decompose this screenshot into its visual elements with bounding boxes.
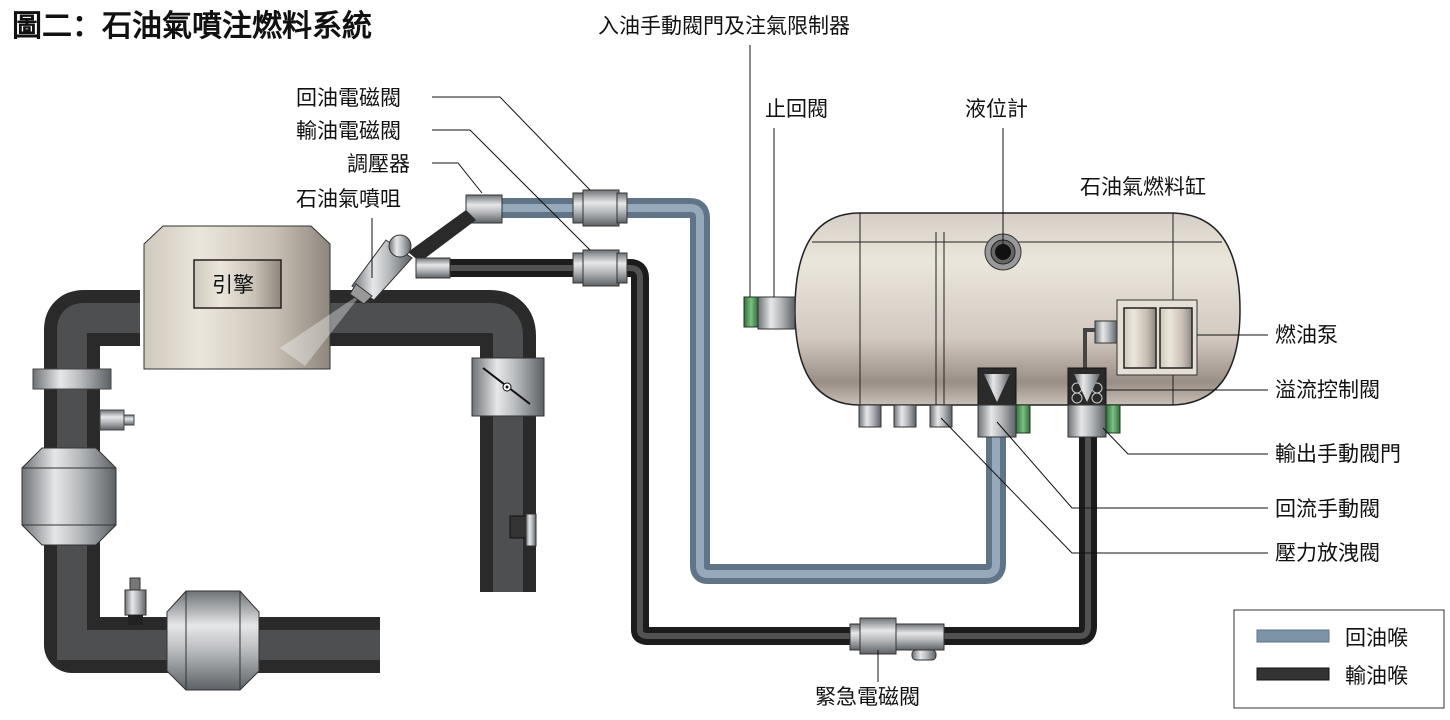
legend-label-return: 回油喉 <box>1345 626 1408 650</box>
label-return-solenoid: 回油電磁閥 <box>296 86 401 110</box>
throttle-valve <box>471 357 545 417</box>
regulator-connector <box>408 210 476 262</box>
spray-cone <box>280 292 363 366</box>
label-level-gauge: 液位計 <box>965 97 1028 121</box>
label-output-valve: 輸出手動閥門 <box>1275 442 1401 466</box>
label-fuel-pump: 燃油泵 <box>1275 323 1338 347</box>
fill-valve <box>743 296 796 330</box>
label-regulator: 調壓器 <box>347 152 410 176</box>
label-pressure-relief: 壓力放洩閥 <box>1275 541 1380 565</box>
lpg-injector <box>349 234 413 305</box>
lower-sensor <box>124 577 147 625</box>
label-emergency-solenoid: 緊急電磁閥 <box>815 685 920 709</box>
leader-lines <box>371 45 1268 682</box>
legend-swatch-supply <box>1256 667 1330 681</box>
label-return-manual-valve: 回流手動閥 <box>1275 497 1380 521</box>
label-check-valve: 止回閥 <box>765 97 828 121</box>
legend-label-supply: 輸油喉 <box>1345 664 1408 688</box>
label-supply-solenoid: 輸油電磁閥 <box>296 119 401 143</box>
diagram-title: 圖二：石油氣噴注燃料系統 <box>12 9 372 44</box>
label-fill-valve: 入油手動閥門及注氣限制器 <box>598 14 850 38</box>
engine-label: 引擎 <box>212 273 254 297</box>
emergency-solenoid-valve <box>849 617 945 661</box>
pipe-bracket <box>509 513 537 547</box>
regulator <box>465 194 503 224</box>
label-lpg-tank: 石油氣燃料缸 <box>1080 175 1206 199</box>
legend: 回油喉 輸油喉 <box>1233 609 1445 709</box>
legend-swatch-return <box>1256 629 1330 643</box>
pressure-relief-valve <box>929 404 953 428</box>
fuel-pump <box>1083 299 1198 376</box>
label-overflow-valve: 溢流控制閥 <box>1275 378 1380 402</box>
return-solenoid-valve <box>572 189 628 227</box>
tank-port <box>893 404 917 428</box>
engine-label-box <box>193 259 282 309</box>
label-lpg-injector: 石油氣噴咀 <box>296 187 401 211</box>
return-manual-valve <box>977 367 1031 438</box>
pipe-clamp <box>32 368 112 390</box>
muffler <box>166 590 260 691</box>
oxygen-sensor <box>99 409 135 431</box>
catalytic-converter <box>21 447 117 546</box>
tank-port <box>858 404 882 428</box>
supply-inlet <box>415 257 451 279</box>
supply-solenoid-valve <box>572 249 628 287</box>
output-manual-valve <box>1067 367 1121 438</box>
